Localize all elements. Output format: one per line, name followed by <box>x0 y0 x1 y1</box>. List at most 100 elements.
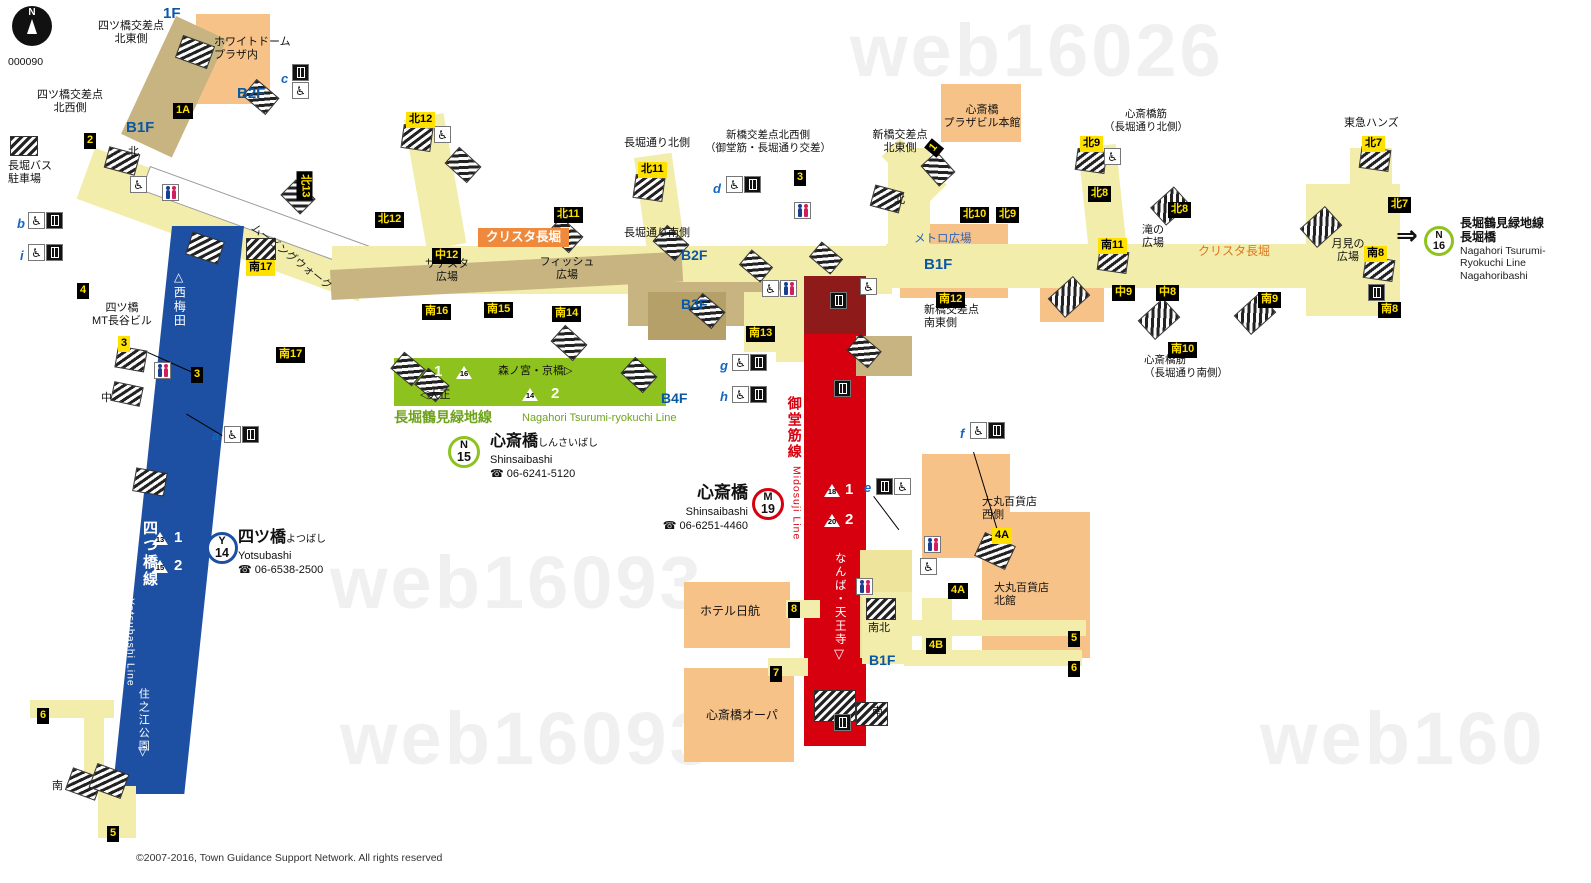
yotsubashi-line-name-en: Yotsubashi Line <box>124 598 137 687</box>
facility-icon-group: ♿ <box>732 354 767 371</box>
facility-icon-group: ♿ <box>860 278 877 295</box>
facility-icon-group <box>154 362 171 379</box>
label-i: i <box>20 248 24 263</box>
facility-icon-group <box>924 536 941 553</box>
toilet-icon <box>154 362 171 379</box>
station-name-en: Yotsubashi <box>238 549 292 562</box>
exit-badge-南13: 南13 <box>746 326 776 342</box>
label-新橋交差点北東側: 新橋交差点 北東側 <box>872 129 928 155</box>
platform-direction-arrow: 15 <box>152 560 168 573</box>
label-大丸百貨店西側: 大丸百貨店 西側 <box>982 496 1037 522</box>
label-B1F: B1F <box>126 119 155 136</box>
exit-badge-南15: 南15 <box>484 302 514 318</box>
station-num: 16 <box>1432 239 1446 252</box>
exit-badge-南16: 南16 <box>422 304 452 320</box>
label-メトロ広場: メトロ広場 <box>914 233 972 245</box>
facility-icon-group: ♿ <box>876 478 911 495</box>
exit-badge-北8: 北8 <box>1088 186 1112 202</box>
label-東急ハンズ: 東急ハンズ <box>1344 117 1399 129</box>
label-新橋交差点南東側: 新橋交差点 南東側 <box>924 304 979 330</box>
stairs-icon <box>632 174 666 202</box>
midosuji-direction-down: なんば・天王寺 <box>833 552 846 647</box>
wheelchair-icon: ♿ <box>726 176 743 193</box>
station-phone: ☎ 06-6241-5120 <box>490 468 576 481</box>
elevator-icon <box>750 386 767 403</box>
wheelchair-icon: ♿ <box>28 244 45 261</box>
elevator-icon <box>834 380 851 397</box>
compass-north-label: N <box>28 7 36 18</box>
label-クリスタ長堀: クリスタ長堀 <box>1198 244 1271 258</box>
facility-icon-group <box>834 380 851 397</box>
exit-badge-南14: 南14 <box>552 306 582 322</box>
exit-badge-南11: 南11 <box>1098 238 1127 254</box>
corridor-south-strip2 <box>904 650 1082 666</box>
exit-badge-中9: 中9 <box>1112 285 1136 301</box>
label-ホテル日航: ホテル日航 <box>700 604 761 618</box>
stairs-icon <box>132 467 168 497</box>
wheelchair-icon: ♿ <box>732 386 749 403</box>
station-name-en: Shinsaibashi <box>685 505 748 518</box>
station-info-yotsubashi: 四ツ橋よつばし Yotsubashi ☎ 06-6538-2500 <box>238 528 326 577</box>
stairs-icon <box>400 124 434 152</box>
facility-icon-group: ♿ <box>28 212 63 229</box>
station-name-ja: 四ツ橋 <box>238 529 287 546</box>
station-letter: M <box>763 491 773 504</box>
label-南北: 南北 <box>868 622 890 634</box>
exit-badge-7: 7 <box>770 666 783 682</box>
stairs-icon <box>110 381 144 407</box>
facility-icon-group: ♿ <box>762 280 797 297</box>
station-letter: Y <box>218 535 226 548</box>
wheelchair-icon: ♿ <box>130 176 147 193</box>
exit-badge-北11: 北11 <box>554 207 583 223</box>
stairs-icon <box>550 324 588 362</box>
exit-badge-2: 2 <box>84 133 97 149</box>
label-c: c <box>281 71 289 86</box>
wheelchair-icon: ♿ <box>920 558 937 575</box>
station-info-nagahoribashi: 長堀鶴見緑地線 長堀橋 Nagahori Tsurumi- Ryokuchi L… <box>1460 216 1546 283</box>
exit-badge-3: 3 <box>118 336 131 352</box>
elevator-icon <box>744 176 761 193</box>
elevator-icon <box>876 478 893 495</box>
exit-badge-南10: 南10 <box>1168 342 1198 358</box>
facility-icon-group: ♿ <box>726 176 761 193</box>
label-1F: 1F <box>163 5 181 22</box>
compass-icon: N <box>12 6 52 46</box>
midosuji-line-name-ja: 御堂筋線 <box>786 396 803 460</box>
exit-badge-4B: 4B <box>926 638 947 654</box>
label-e: e <box>864 480 872 495</box>
label-△: △ <box>174 270 184 284</box>
exit-badge-8: 8 <box>788 602 801 618</box>
stairs-icon <box>1074 148 1108 174</box>
stairs-icon <box>866 598 896 620</box>
exit-badge-北7: 北7 <box>1362 136 1386 152</box>
exit-badge-北9: 北9 <box>996 207 1020 223</box>
exit-badge-4A: 4A <box>992 528 1013 544</box>
nagahori-direction-right: 森ノ宮・京橋▷ <box>498 365 573 377</box>
toilet-icon <box>856 578 873 595</box>
station-letter: N <box>1435 229 1443 241</box>
exit-badge-北11: 北11 <box>638 162 667 178</box>
exit-badge-中8: 中8 <box>1156 285 1180 301</box>
toilet-icon <box>780 280 797 297</box>
copyright-text: ©2007-2016, Town Guidance Support Networ… <box>136 852 443 864</box>
station-num: 15 <box>457 450 471 465</box>
label-長堀バス駐車場: 長堀バス 駐車場 <box>8 160 52 186</box>
station-name-kana: よつばし <box>286 534 327 545</box>
opa-building <box>684 668 794 762</box>
label-B2F: B2F <box>681 247 708 263</box>
exit-badge-5: 5 <box>107 826 120 842</box>
map-code-label: 000090 <box>8 56 44 68</box>
wheelchair-icon: ♿ <box>224 426 241 443</box>
label-四ツ橋MT長谷ビル: 四ツ橋 MT長谷ビル <box>92 302 152 328</box>
station-num: 14 <box>215 546 229 561</box>
station-letter: N <box>460 439 468 452</box>
exit-badge-4A: 4A <box>948 583 969 599</box>
exit-badge-3: 3 <box>191 367 204 383</box>
station-phone: ☎ 06-6538-2500 <box>238 564 324 577</box>
label-▽: ▽ <box>834 646 844 661</box>
watermark-text: web16093 <box>330 541 704 624</box>
exit-badge-南9: 南9 <box>1258 292 1282 308</box>
label-四ツ橋交差点北東側: 四ツ橋交差点 北東側 <box>98 20 164 46</box>
facility-icon-group <box>856 578 873 595</box>
